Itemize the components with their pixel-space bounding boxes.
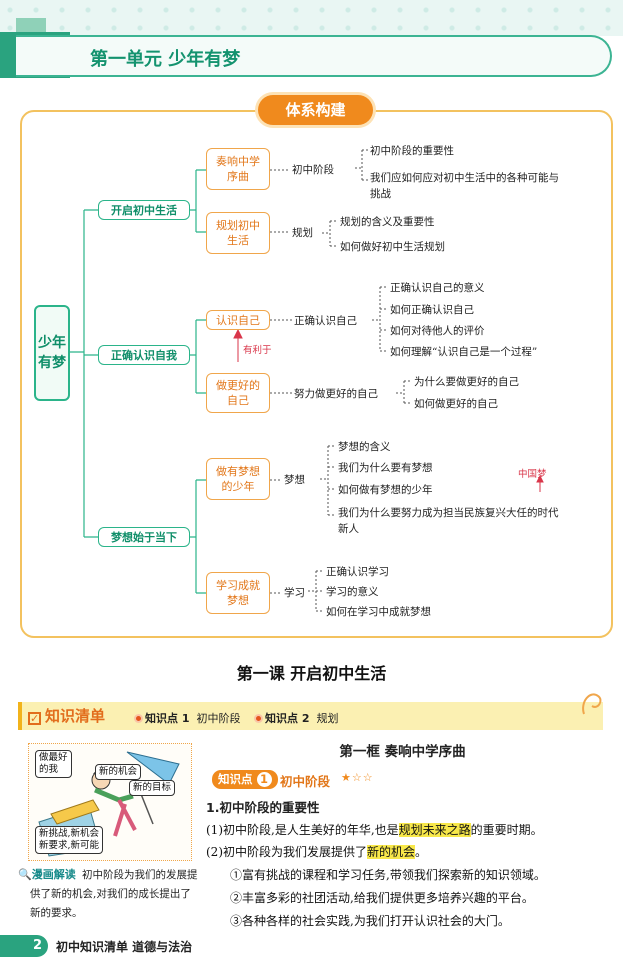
frame-title: 第一框 奏响中学序曲 [339,744,466,760]
kp-label: 知识点 [218,772,253,786]
leaf-b1: 规划的含义及重要性 [340,216,435,228]
p2-highlight: 新的机会 [367,845,416,859]
sub-point-1: ①富有挑战的课程和学习任务,带领我们探索新的知识领域。 [230,868,546,882]
leaf-e4: 我们为什么要努力成为担当民族复兴大任的时代 [338,507,559,519]
label-plan: 规划 [292,227,313,239]
curl-decoration-icon [582,693,602,715]
comic-reading-text: 初中阶段为我们的发展提供了新的机会,对我们的成长提出了新的要求。 [30,869,198,919]
leaf-f2: 学习的意义 [326,586,379,598]
leaf-f3: 如何在学习中成就梦想 [326,606,431,618]
root-node: 少年有梦 [34,305,70,401]
kbar-item-2-text: 规划 [316,712,339,725]
node-better-self: 做更好的自己 [206,373,270,413]
label-know-self: 正确认识自己 [294,315,357,327]
node-study-dream: 学习成就梦想 [206,572,270,614]
leaf-d1: 为什么要做更好的自己 [414,376,519,388]
bubble-best-me: 做最好的我 [35,750,72,778]
leaf-e4-cont: 新人 [338,523,359,535]
leaf-f1: 正确认识学习 [326,566,389,578]
leaf-c4: 如何理解“认识自己是一个过程” [390,346,538,358]
system-frame [20,110,613,638]
node-plan: 规划初中生活 [206,212,270,254]
sub-point-3: ③各种各样的社会实践,为我们打开认识社会的大门。 [230,914,510,928]
p2-text-b: 。 [415,845,428,859]
comic-reading-label: 🔍漫画解读 [18,866,76,882]
kbar-item-1-label: 知识点 1 [145,712,190,725]
unit-title: 第一单元 少年有梦 [90,49,241,70]
leaf-e1: 梦想的含义 [338,441,391,453]
bubble-best-me-line1: 做最好 [39,752,68,763]
leaf-b2: 如何做好初中生活规划 [340,241,445,253]
label-study: 学习 [284,587,305,599]
knowledge-point-pill: 知识点 1 [212,770,278,789]
difficulty-stars-icon: ★☆☆ [341,771,374,784]
leaf-a1: 初中阶段的重要性 [370,145,454,157]
unit-banner [16,35,612,77]
page-footer: 2 初中知识清单 道德与法治 [0,935,192,957]
point-icon [254,714,263,723]
paragraph-2: (2)初中阶段为我们发展提供了新的机会。 [206,843,427,860]
knowledge-bar-title-text: 知识清单 [45,707,106,725]
p2-text-a: (2)初中阶段为我们发展提供了 [206,845,367,859]
knowledge-bar [18,702,603,730]
knowledge-bar-title: ✓ 知识清单 [28,705,105,726]
node-dream-now: 梦想始于当下 [98,527,190,547]
bubble-challenges-line1: 新挑战,新机会 [39,828,100,839]
kbar-item-2[interactable]: 知识点 2 规划 [254,710,338,726]
lesson-title: 第一课 开启初中生活 [236,664,387,683]
bubble-new-chance: 新的机会 [95,764,142,780]
leaf-a2-cont: 挑战 [370,188,391,200]
sub-point-2: ②丰富多彩的社团活动,给我们提供更多培养兴趣的平台。 [230,891,534,905]
note-helps: 有利于 [243,345,272,356]
leaf-e2: 我们为什么要有梦想 [338,462,433,474]
leaf-c1: 正确认识自己的意义 [390,282,485,294]
kbar-item-2-label: 知识点 2 [265,712,310,725]
kp-number: 1 [256,772,272,787]
page-number: 2 [0,935,48,957]
bubble-challenges-line2: 新要求,新可能 [39,840,100,851]
node-dream-youth: 做有梦想的少年 [206,458,270,500]
footer-text: 初中知识清单 道德与法治 [56,939,193,954]
checkbox-icon: ✓ [28,712,41,725]
section-heading: 1.初中阶段的重要性 [206,800,320,815]
reading-icon: 🔍 [18,868,32,881]
bubble-new-challenges: 新挑战,新机会新要求,新可能 [35,826,104,854]
comic-illustration: 做最好的我 新的机会 新的目标 新挑战,新机会新要求,新可能 [28,743,192,861]
bubble-new-goal: 新的目标 [129,780,175,796]
header-decoration [0,0,623,36]
leaf-d2: 如何做更好的自己 [414,398,498,410]
kbar-item-1-text: 初中阶段 [196,712,241,725]
note-china-dream: 中国梦 [518,469,547,480]
node-prelude: 奏响中学序曲 [206,148,270,190]
comic-reading-label-text: 漫画解读 [31,868,76,881]
node-know-self: 认识自己 [206,310,270,330]
node-start-junior-high: 开启初中生活 [98,200,190,220]
point-icon [134,714,143,723]
leaf-c3: 如何对待他人的评价 [390,325,485,337]
knowledge-point-name: 初中阶段 [280,774,331,789]
label-junior-stage: 初中阶段 [292,164,334,176]
p1-highlight: 规划未来之路 [398,823,471,837]
leaf-c2: 如何正确认识自己 [390,304,474,316]
paragraph-1: (1)初中阶段,是人生美好的年华,也是规划未来之路的重要时期。 [206,821,543,838]
bubble-best-me-line2: 的我 [39,764,59,775]
leaf-a2: 我们应如何应对初中生活中的各种可能与 [370,172,559,184]
system-badge: 体系构建 [258,95,373,125]
label-better-self: 努力做更好的自己 [294,388,378,400]
p1-text-a: (1)初中阶段,是人生美好的年华,也是 [206,823,399,837]
kbar-item-1[interactable]: 知识点 1 初中阶段 [134,710,240,726]
label-dream: 梦想 [284,474,305,486]
leaf-e3: 如何做有梦想的少年 [338,484,433,496]
p1-text-b: 的重要时期。 [470,823,543,837]
node-know-yourself: 正确认识自我 [98,345,190,365]
